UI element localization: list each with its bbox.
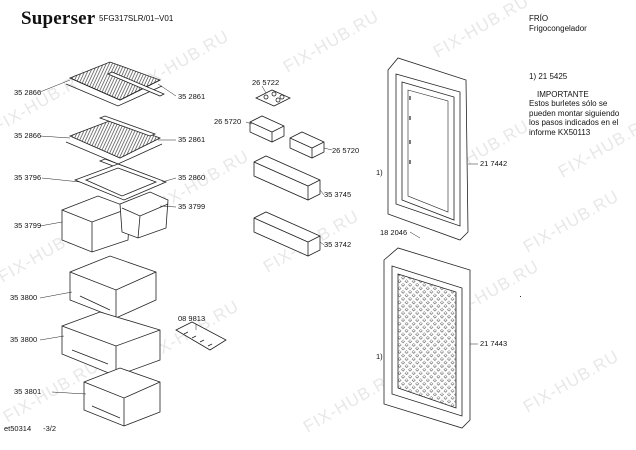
- fridge-door: [387, 57, 469, 241]
- wire-shelf-upper: [65, 61, 163, 107]
- brand-logo: Superser: [21, 8, 96, 29]
- label-ice-tray: 08 9813: [178, 314, 206, 323]
- butter-box-right: [289, 131, 325, 159]
- ice-cube-tray: [175, 321, 227, 351]
- label-butter-box-right: 26 5720: [332, 146, 360, 155]
- mark-freezer-door: 1): [376, 352, 383, 361]
- leader-lines: [39, 79, 478, 395]
- label-glass-cover: 35 3796: [14, 173, 42, 182]
- note-line: informe KX50113: [529, 127, 591, 137]
- wire-shelf-lower: [65, 119, 163, 165]
- footer-page: -3/2: [43, 424, 57, 433]
- label-fridge-door: 21 7442: [480, 159, 508, 168]
- footer-code: et50314: [4, 424, 32, 433]
- freezer-door: [383, 247, 471, 429]
- door-bin-upper: [253, 155, 321, 201]
- freezer-drawer-1: [69, 255, 157, 319]
- note-line: pueden montar siguiendo: [529, 108, 620, 118]
- glass-cover-panel: [73, 163, 168, 201]
- important-note: 1) 21 5425 IMPORTANTE Estos burletes sól…: [529, 72, 619, 138]
- label-egg-tray: 26 5722: [252, 78, 280, 87]
- label-freezer-drawer-2: 35 3800: [10, 335, 38, 344]
- crisper-drawer-pair: [61, 191, 169, 253]
- door-bin-lower: [253, 211, 321, 257]
- label-freezer-drawer-1: 35 3800: [10, 293, 38, 302]
- label-shelf-upper-left: 35 2866: [14, 88, 42, 97]
- note-line: Estos burletes sólo se: [529, 99, 608, 109]
- mark-fridge-door: 1): [376, 168, 383, 177]
- category-block: FRÍO Frigocongelador: [529, 14, 587, 34]
- butter-box-left: [249, 115, 285, 143]
- label-door-bin-lower: 35 3742: [324, 240, 352, 249]
- label-butter-box-left: 26 5720: [214, 117, 242, 126]
- label-shelf-lower-right: 35 2861: [178, 135, 206, 144]
- label-crisper-small: 35 3799: [178, 202, 206, 211]
- note-reference: 1) 21 5425: [529, 72, 568, 81]
- note-line: los pasos indicados en el: [529, 118, 619, 128]
- label-shelf-upper-right: 35 2861: [178, 92, 206, 101]
- label-cover-frame: 35 2860: [178, 173, 206, 182]
- note-title: IMPORTANTE: [537, 89, 589, 99]
- label-shelf-lower-left: 35 2866: [14, 131, 42, 140]
- freezer-drawer-3: [83, 367, 161, 427]
- stray-dot: [520, 296, 521, 297]
- label-crisper-large: 35 3799: [14, 221, 42, 230]
- model-number: 5FG317SLR/01–V01: [99, 14, 174, 23]
- label-freezer-drawer-3: 35 3801: [14, 387, 42, 396]
- subcategory-label: Frigocongelador: [529, 24, 587, 33]
- egg-tray: [255, 89, 291, 107]
- footer: et50314 -3/2: [4, 424, 56, 433]
- label-fridge-door-gasket: 18 2046: [380, 228, 408, 237]
- freezer-drawer-2: [61, 311, 161, 377]
- label-freezer-door: 21 7443: [480, 339, 508, 348]
- category-label: FRÍO: [529, 14, 549, 23]
- label-door-bin-upper: 35 3745: [324, 190, 352, 199]
